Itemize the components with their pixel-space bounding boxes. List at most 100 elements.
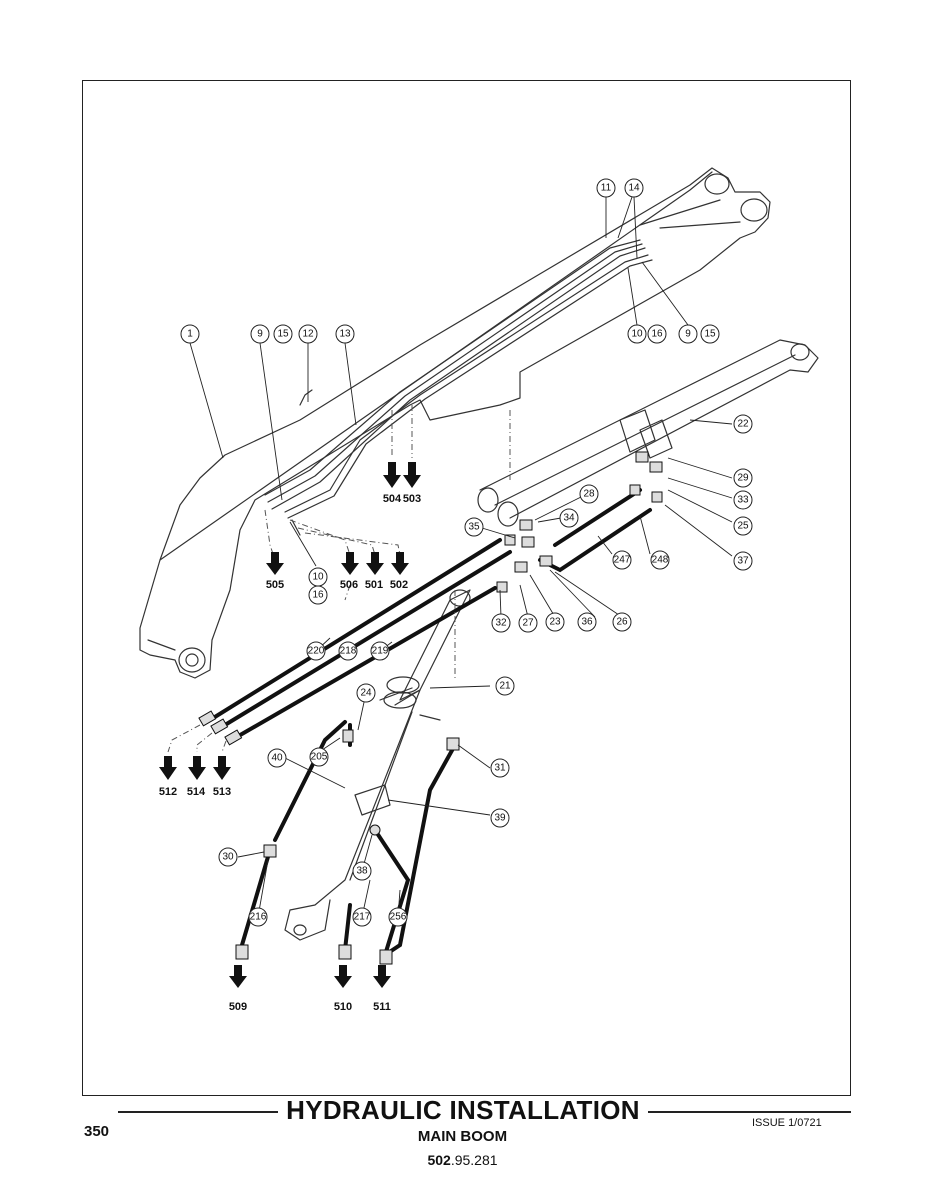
callout-circle <box>308 585 328 605</box>
callout-balloon: 30 <box>218 847 238 867</box>
callout-circle <box>559 508 579 528</box>
callout-label: 21 <box>499 681 511 692</box>
callout-circle <box>248 907 268 927</box>
callout-label: 29 <box>737 473 749 484</box>
callout-label: 37 <box>737 556 749 567</box>
callout-circle <box>733 551 753 571</box>
callout-label: 26 <box>616 617 628 628</box>
callout-label: 218 <box>340 646 357 657</box>
callout-balloon: 39 <box>490 808 510 828</box>
callout-label: 9 <box>685 329 691 340</box>
port-label: 510 <box>334 1001 352 1013</box>
callout-balloon: 35 <box>464 517 484 537</box>
callout-label: 219 <box>372 646 389 657</box>
callout-circle <box>273 324 293 344</box>
callout-circle <box>309 747 329 767</box>
callout-balloon: 31 <box>490 758 510 778</box>
callout-circle <box>352 861 372 881</box>
callout-balloon: 29 <box>733 468 753 488</box>
callout-circle <box>733 468 753 488</box>
callout-balloon: 21 <box>495 676 515 696</box>
callout-balloon: 11 <box>596 178 616 198</box>
callout-label: 256 <box>390 912 407 923</box>
callout-balloon: 248 <box>650 550 670 570</box>
callout-balloon: 247 <box>612 550 632 570</box>
callout-circle <box>491 613 511 633</box>
callout-circle <box>678 324 698 344</box>
callout-balloon: 13 <box>335 324 355 344</box>
callout-balloon: 25 <box>733 516 753 536</box>
callout-balloon: 36 <box>577 612 597 632</box>
callout-balloon: 14 <box>624 178 644 198</box>
callout-circle <box>579 484 599 504</box>
callout-label: 14 <box>628 183 640 194</box>
callout-circle <box>647 324 667 344</box>
issue-label: ISSUE 1/0721 <box>752 1117 822 1129</box>
callout-label: 35 <box>468 522 480 533</box>
callout-circle <box>733 516 753 536</box>
callout-balloon: 15 <box>700 324 720 344</box>
callout-circle <box>490 758 510 778</box>
port-label: 501 <box>365 579 383 591</box>
callout-balloon: 9 <box>250 324 270 344</box>
callout-circle <box>335 324 355 344</box>
callout-balloon: 256 <box>388 907 408 927</box>
callout-balloon: 10 <box>308 567 328 587</box>
callout-label: 22 <box>737 419 749 430</box>
callout-circle <box>218 847 238 867</box>
port-label: 509 <box>229 1001 247 1013</box>
callout-label: 36 <box>581 617 593 628</box>
callout-label: 11 <box>601 183 612 194</box>
callout-label: 34 <box>563 513 575 524</box>
callout-balloon: 34 <box>559 508 579 528</box>
callout-balloon: 219 <box>370 641 390 661</box>
callout-label: 247 <box>614 555 631 566</box>
callout-circle <box>250 324 270 344</box>
callout-balloon: 40 <box>267 748 287 768</box>
port-label: 512 <box>159 786 177 798</box>
callout-label: 25 <box>737 521 749 532</box>
port-label: 505 <box>266 579 284 591</box>
page-subtitle: MAIN BOOM <box>417 1128 508 1145</box>
callout-balloon: 1 <box>180 324 200 344</box>
callout-circle <box>298 324 318 344</box>
callout-balloon: 27 <box>518 613 538 633</box>
callout-label: 33 <box>737 495 749 506</box>
callout-circle <box>356 683 376 703</box>
title-rule-right <box>648 1111 851 1113</box>
callout-circle <box>612 612 632 632</box>
callout-balloon: 32 <box>491 613 511 633</box>
port-label: 513 <box>213 786 231 798</box>
callout-balloon: 16 <box>308 585 328 605</box>
callout-label: 27 <box>522 618 534 629</box>
callout-circle <box>306 641 326 661</box>
callout-label: 13 <box>339 329 351 340</box>
callout-balloon: 23 <box>545 612 565 632</box>
callout-balloon: 26 <box>612 612 632 632</box>
port-label: 511 <box>373 1001 391 1013</box>
callout-label: 16 <box>651 329 663 340</box>
callout-label: 28 <box>583 489 595 500</box>
callout-label: 31 <box>494 763 506 774</box>
port-label: 504 <box>383 493 402 505</box>
callout-label: 40 <box>271 753 283 764</box>
callout-label: 205 <box>311 752 328 763</box>
callout-balloon: 24 <box>356 683 376 703</box>
port-label: 502 <box>390 579 408 591</box>
callout-circle <box>352 907 372 927</box>
callout-balloon: 220 <box>306 641 326 661</box>
callout-label: 39 <box>494 813 506 824</box>
callout-circle <box>545 612 565 632</box>
callout-circle <box>612 550 632 570</box>
callout-circle <box>495 676 515 696</box>
callout-circle <box>338 641 358 661</box>
callout-circle <box>596 178 616 198</box>
page-number: 350 <box>84 1123 110 1140</box>
callout-circle <box>490 808 510 828</box>
callout-balloon: 38 <box>352 861 372 881</box>
callout-circle <box>267 748 287 768</box>
callout-circle <box>733 490 753 510</box>
callout-circle <box>370 641 390 661</box>
callout-balloon: 217 <box>352 907 372 927</box>
